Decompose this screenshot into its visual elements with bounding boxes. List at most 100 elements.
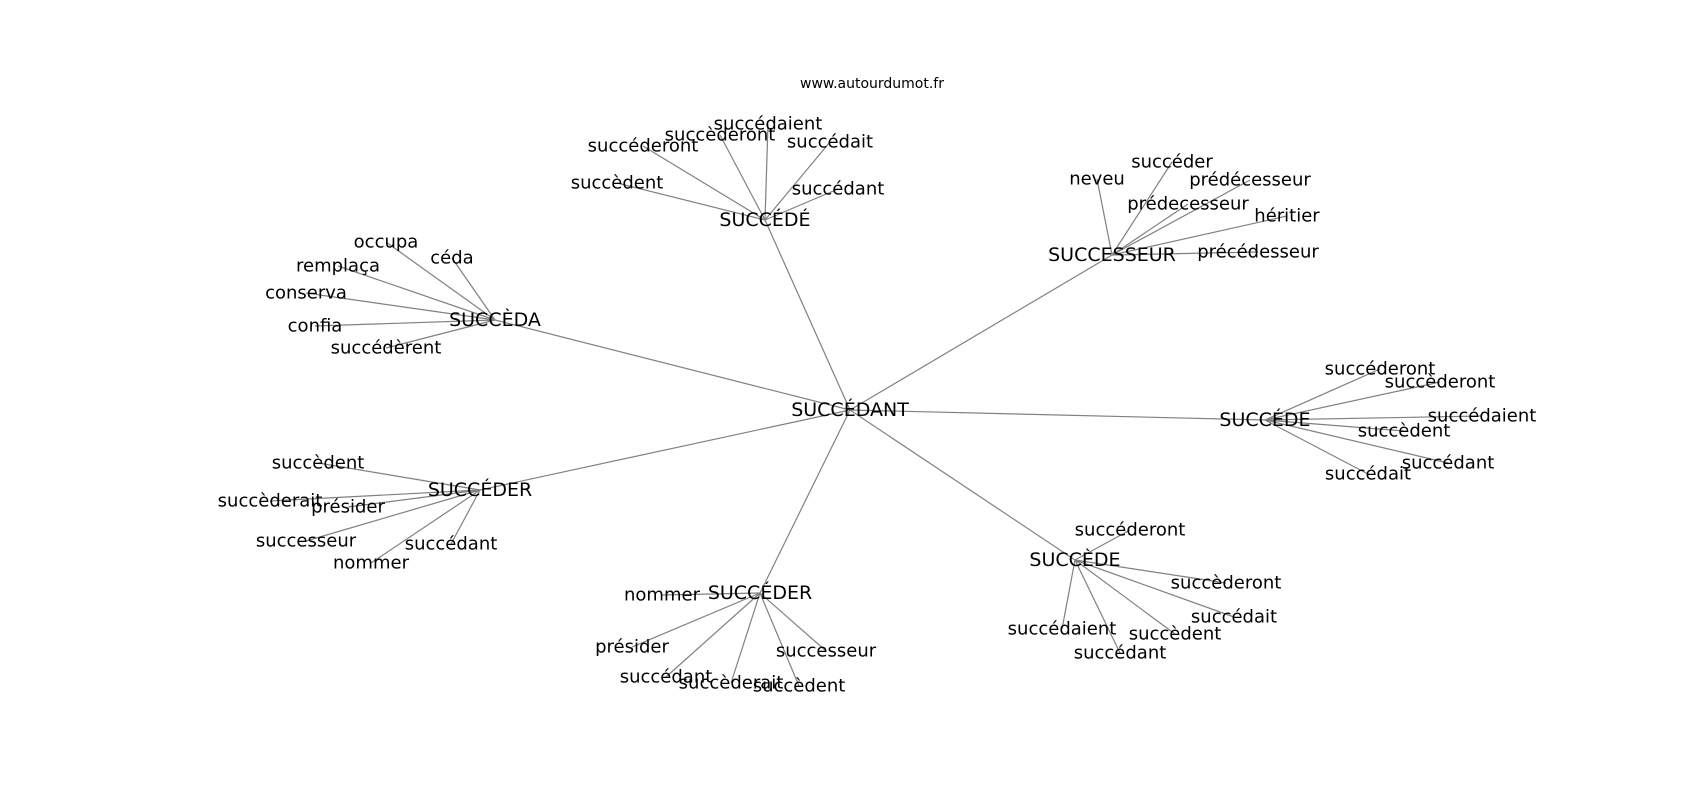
edge-hub-leaf [642, 145, 766, 221]
leaf-node: conserva [265, 283, 347, 304]
edge-center-hub [849, 254, 1113, 411]
leaf-node: succèdent [753, 676, 846, 697]
leaf-node: succédant [1074, 643, 1167, 664]
leaf-node: successeur [776, 641, 877, 662]
edge-hub-leaf [1111, 215, 1288, 256]
leaf-node: occupa [354, 232, 419, 253]
leaf-node: succédant [1402, 453, 1495, 474]
edge-hub-leaf [665, 592, 761, 678]
edge-hub-leaf [764, 188, 839, 221]
edge-hub-leaf [1111, 179, 1251, 256]
edge-hub-leaf [269, 489, 481, 502]
edge-hub-leaf [305, 489, 481, 542]
edge-hub-leaf [451, 257, 496, 321]
leaf-node: succèderait [218, 491, 323, 512]
leaf-node: nommer [624, 585, 701, 606]
edges-layer [269, 123, 1483, 687]
center-node: SUCCÉDANT [791, 398, 909, 421]
edge-hub-leaf [450, 489, 481, 545]
edge-center-hub [849, 409, 1076, 561]
hub-node: SUCCÉDER [428, 478, 532, 501]
edge-center-hub [849, 409, 1266, 421]
edge-hub-leaf [1074, 559, 1235, 618]
edge-hub-leaf [719, 134, 766, 221]
leaf-node: neveu [1069, 169, 1125, 190]
edge-hub-leaf [305, 292, 496, 321]
leaf-node: succédaient [714, 114, 823, 135]
leaf-node: successeur [256, 531, 357, 552]
labels-layer: SUCCÉDANTSUCCÉDÉsuccédaientsuccèderontsu… [218, 114, 1537, 697]
leaf-node: nommer [333, 553, 410, 574]
hub-node: SUCCÉDÉ [719, 208, 810, 231]
edge-hub-leaf [616, 182, 766, 221]
edge-hub-leaf [1264, 419, 1369, 475]
edge-hub-leaf [1264, 381, 1441, 421]
edge-hub-leaf [759, 592, 800, 687]
hub-node: SUCCÉDE [1219, 408, 1310, 431]
leaf-node: succédait [1191, 607, 1277, 628]
leaf-node: présider [311, 497, 385, 518]
edge-hub-leaf [347, 489, 481, 508]
edge-hub-leaf [1264, 419, 1449, 464]
leaf-node: succèderont [665, 125, 776, 146]
edge-hub-leaf [370, 489, 481, 564]
hub-node: SUCCESSEUR [1048, 244, 1176, 266]
edge-hub-leaf [661, 592, 761, 596]
leaf-node: remplaça [296, 256, 380, 277]
leaf-node: succéderont [1325, 359, 1436, 380]
hub-node: SUCCÈDA [449, 308, 541, 331]
edge-hub-leaf [1074, 529, 1131, 561]
edge-hub-leaf [317, 462, 481, 491]
leaf-node: succédait [787, 132, 873, 153]
leaf-node: succédant [620, 667, 713, 688]
edge-hub-leaf [337, 265, 496, 321]
leaf-node: succédèrent [331, 338, 442, 359]
edge-hub-leaf [314, 319, 496, 327]
edge-hub-leaf [759, 592, 827, 652]
edge-center-hub [494, 319, 851, 411]
leaf-node: succèderont [1171, 573, 1282, 594]
edge-hub-leaf [1096, 178, 1113, 256]
edge-hub-leaf [1264, 368, 1381, 421]
edge-hub-leaf [1111, 161, 1173, 256]
leaf-node: succèdent [272, 453, 365, 474]
leaf-node: précédesseur [1197, 242, 1319, 263]
edge-hub-leaf [1111, 251, 1259, 256]
edge-hub-leaf [1111, 203, 1189, 256]
edge-hub-leaf [1074, 559, 1176, 635]
leaf-node: héritier [1254, 206, 1320, 227]
edge-hub-leaf [1074, 559, 1227, 584]
leaf-node: succédait [1325, 464, 1411, 485]
leaf-node: succédant [405, 534, 498, 555]
leaf-node: succédaient [1428, 406, 1537, 427]
edge-hub-leaf [1264, 419, 1405, 432]
leaf-node: succèderait [679, 673, 784, 694]
edge-center-hub [479, 409, 851, 491]
hub-node: SUCCÈDE [1029, 548, 1120, 571]
edge-hub-leaf [631, 592, 761, 648]
leaf-node: succéderont [1075, 520, 1186, 541]
watermark: www.autourdumot.fr [800, 76, 944, 92]
edge-hub-leaf [385, 241, 496, 321]
leaf-node: prédécesseur [1189, 170, 1311, 191]
leaf-node: succèdent [1129, 624, 1222, 645]
leaf-node: confia [288, 316, 343, 337]
edge-hub-leaf [764, 141, 831, 221]
edge-hub-leaf [1061, 559, 1076, 630]
leaf-node: succèdent [571, 173, 664, 194]
edge-center-hub [764, 219, 851, 411]
edge-center-hub [759, 409, 851, 594]
leaf-node: succèderont [1385, 372, 1496, 393]
edge-hub-leaf [764, 123, 769, 221]
leaf-node: succéder [1131, 152, 1213, 173]
leaf-node: succéderont [588, 136, 699, 157]
leaf-node: céda [430, 248, 473, 269]
leaf-node: succèdent [1358, 421, 1451, 442]
edge-hub-leaf [1074, 559, 1121, 654]
leaf-node: succédaient [1008, 619, 1117, 640]
leaf-node: présider [595, 637, 669, 658]
leaf-node: succédant [792, 179, 885, 200]
edge-hub-leaf [730, 592, 761, 684]
leaf-node: prédecesseur [1127, 194, 1249, 215]
